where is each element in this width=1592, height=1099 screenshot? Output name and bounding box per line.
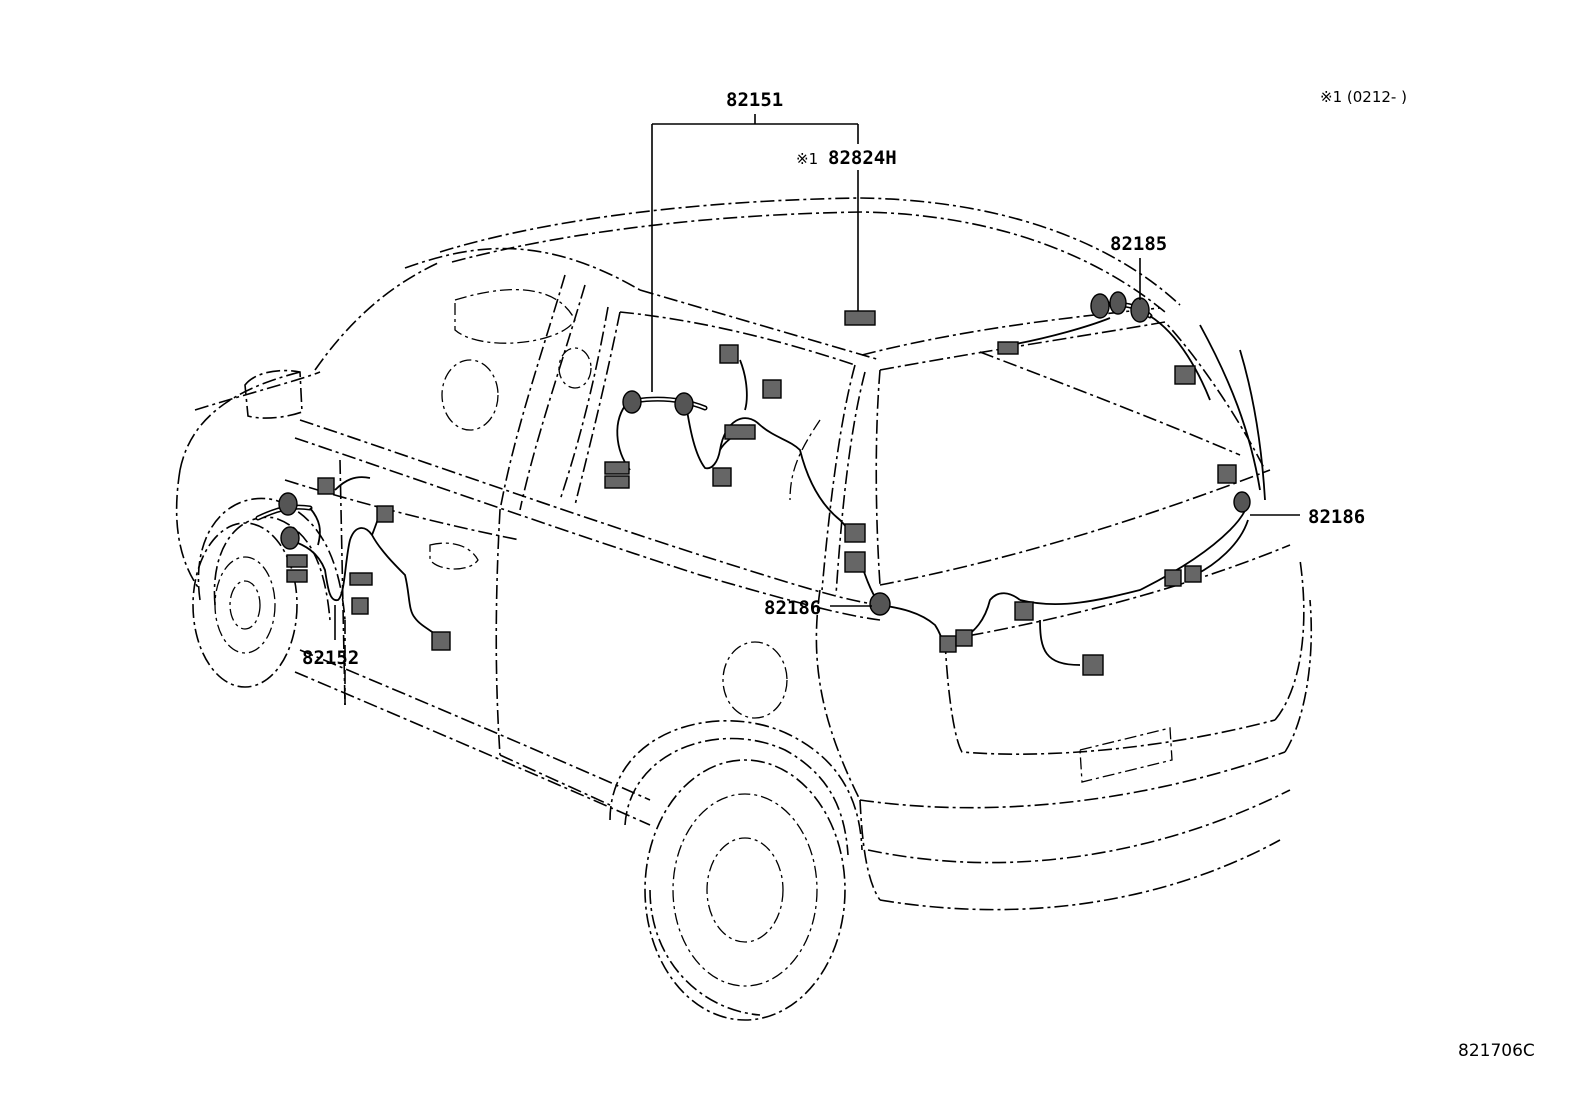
applicability-note: ※1 (0212- ) xyxy=(1320,88,1407,106)
connectors xyxy=(278,291,1251,676)
part-label-82824h-prefix: ※1 xyxy=(796,150,818,168)
leader-lines xyxy=(334,114,1300,640)
part-label-82186-center[interactable]: 82186 xyxy=(764,597,821,619)
part-label-82186-right[interactable]: 82186 xyxy=(1308,506,1365,528)
car-body-outline xyxy=(175,197,1313,911)
front-wheel xyxy=(192,522,298,688)
part-label-82151[interactable]: 82151 xyxy=(726,89,783,111)
rear-wheel xyxy=(644,759,846,1021)
diagram-code: 821706C xyxy=(1458,1041,1535,1061)
wire-harness-82151 xyxy=(616,359,856,541)
part-label-82152[interactable]: 82152 xyxy=(302,647,359,669)
part-label-82185[interactable]: 82185 xyxy=(1110,233,1167,255)
part-label-82824h[interactable]: 82824H xyxy=(828,147,897,169)
